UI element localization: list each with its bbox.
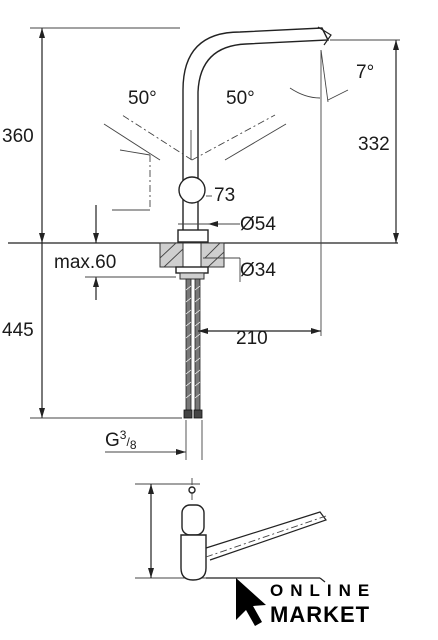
top-view-spout: [205, 511, 327, 561]
hose-fitting-left: [183, 409, 193, 419]
thread-slash: /: [126, 435, 130, 449]
thread-denominator: 8: [130, 438, 137, 452]
faucet-top-view: [135, 478, 327, 583]
dim-332-label: 332: [358, 134, 390, 155]
dim-50deg-left-label: 50°: [128, 88, 157, 109]
online-market-logo: ONLINE MARKET: [236, 578, 376, 627]
dimension-lines: [30, 27, 400, 460]
mounting-nut: [175, 266, 209, 274]
dim-34-label: Ø34: [240, 260, 276, 281]
dim-thread-label: G3/8: [105, 428, 137, 452]
top-view-lever: [181, 504, 205, 536]
mounting-hole: [182, 242, 202, 268]
dim-max60-label: max.60: [54, 252, 116, 273]
top-view-body: [180, 534, 207, 581]
dim-210-label: 210: [236, 328, 268, 349]
dim-73-label: 73: [214, 185, 235, 206]
spout-angle-indicator: [289, 49, 349, 243]
logo-cursor-icon: [236, 578, 266, 626]
spout-tip: [317, 26, 332, 46]
hose-fitting-right: [193, 409, 203, 419]
logo-line1: ONLINE: [270, 581, 376, 600]
faucet-base: [177, 229, 209, 243]
lever-handle: [178, 176, 206, 204]
logo-line2: MARKET: [270, 602, 370, 627]
faucet-spout: [182, 27, 330, 241]
top-view-corner: [319, 577, 326, 583]
hose-braid: [185, 285, 201, 399]
faucet-elevation: [8, 26, 398, 419]
dim-360-label: 360: [2, 126, 34, 147]
mounting-washer: [179, 272, 205, 280]
handle-swing-arc: [119, 149, 151, 156]
thread-prefix: G: [105, 430, 120, 451]
top-view-spout-inner: [205, 515, 327, 558]
hose-right: [194, 278, 201, 414]
thread-numerator: 3: [120, 428, 127, 442]
swivel-angle-lines: [103, 114, 287, 210]
hose-left: [185, 278, 192, 414]
dim-445-label: 445: [2, 320, 34, 341]
dim-54-label: Ø54: [240, 214, 276, 235]
counter-hatching: [159, 242, 225, 268]
top-view-handle-pin: [188, 486, 196, 494]
dim-7deg-label: 7°: [356, 62, 374, 83]
dim-50deg-right-label: 50°: [226, 88, 255, 109]
